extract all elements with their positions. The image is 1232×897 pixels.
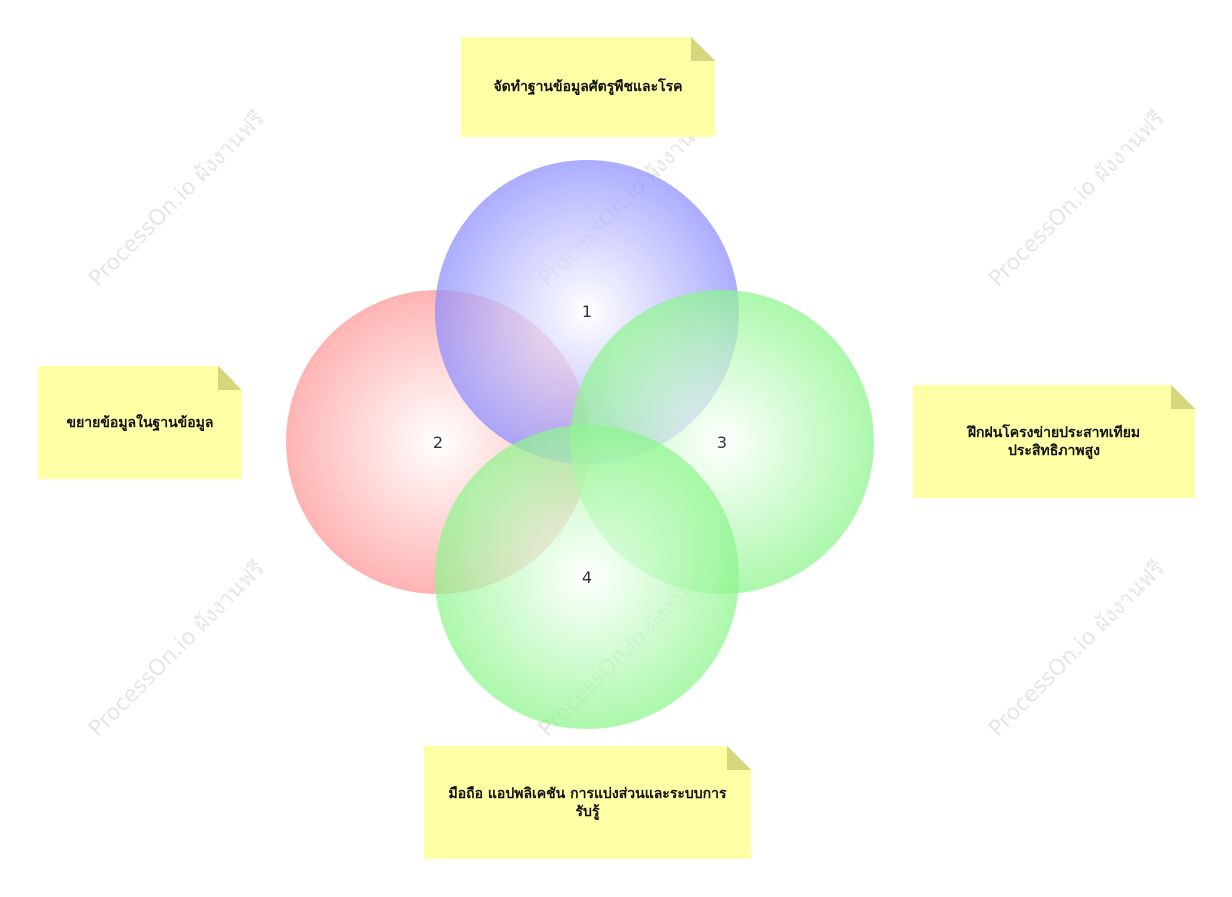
note-left[interactable]: ขยายข้อมูลในฐานข้อมูล bbox=[38, 366, 242, 479]
note-right[interactable]: ฝึกฝนโครงข่ายประสาทเทียมประสิทธิภาพสูง bbox=[913, 385, 1195, 498]
circle-label-4: 4 bbox=[582, 568, 592, 587]
circle-label-1: 1 bbox=[582, 302, 592, 321]
note-bottom-fold bbox=[727, 746, 751, 770]
note-right-fold bbox=[1171, 385, 1195, 409]
note-top-text: จัดทำฐานข้อมูลศัตรูพืชและโรค bbox=[493, 79, 683, 95]
circle-label-2: 2 bbox=[433, 433, 443, 452]
circle-4[interactable] bbox=[435, 425, 739, 729]
note-top-fold bbox=[691, 37, 715, 61]
note-top[interactable]: จัดทำฐานข้อมูลศัตรูพืชและโรค bbox=[461, 37, 715, 137]
note-bottom[interactable]: มือถือ แอปพลิเคชัน การแบ่งส่วนและระบบการ… bbox=[424, 746, 751, 859]
circle-label-3: 3 bbox=[717, 433, 727, 452]
note-left-text: ขยายข้อมูลในฐานข้อมูล bbox=[66, 414, 214, 431]
note-bottom-text: มือถือ แอปพลิเคชัน การแบ่งส่วนและระบบการ… bbox=[448, 785, 727, 820]
note-right-text: ฝึกฝนโครงข่ายประสาทเทียมประสิทธิภาพสูง bbox=[967, 424, 1141, 459]
note-left-fold bbox=[218, 366, 242, 390]
